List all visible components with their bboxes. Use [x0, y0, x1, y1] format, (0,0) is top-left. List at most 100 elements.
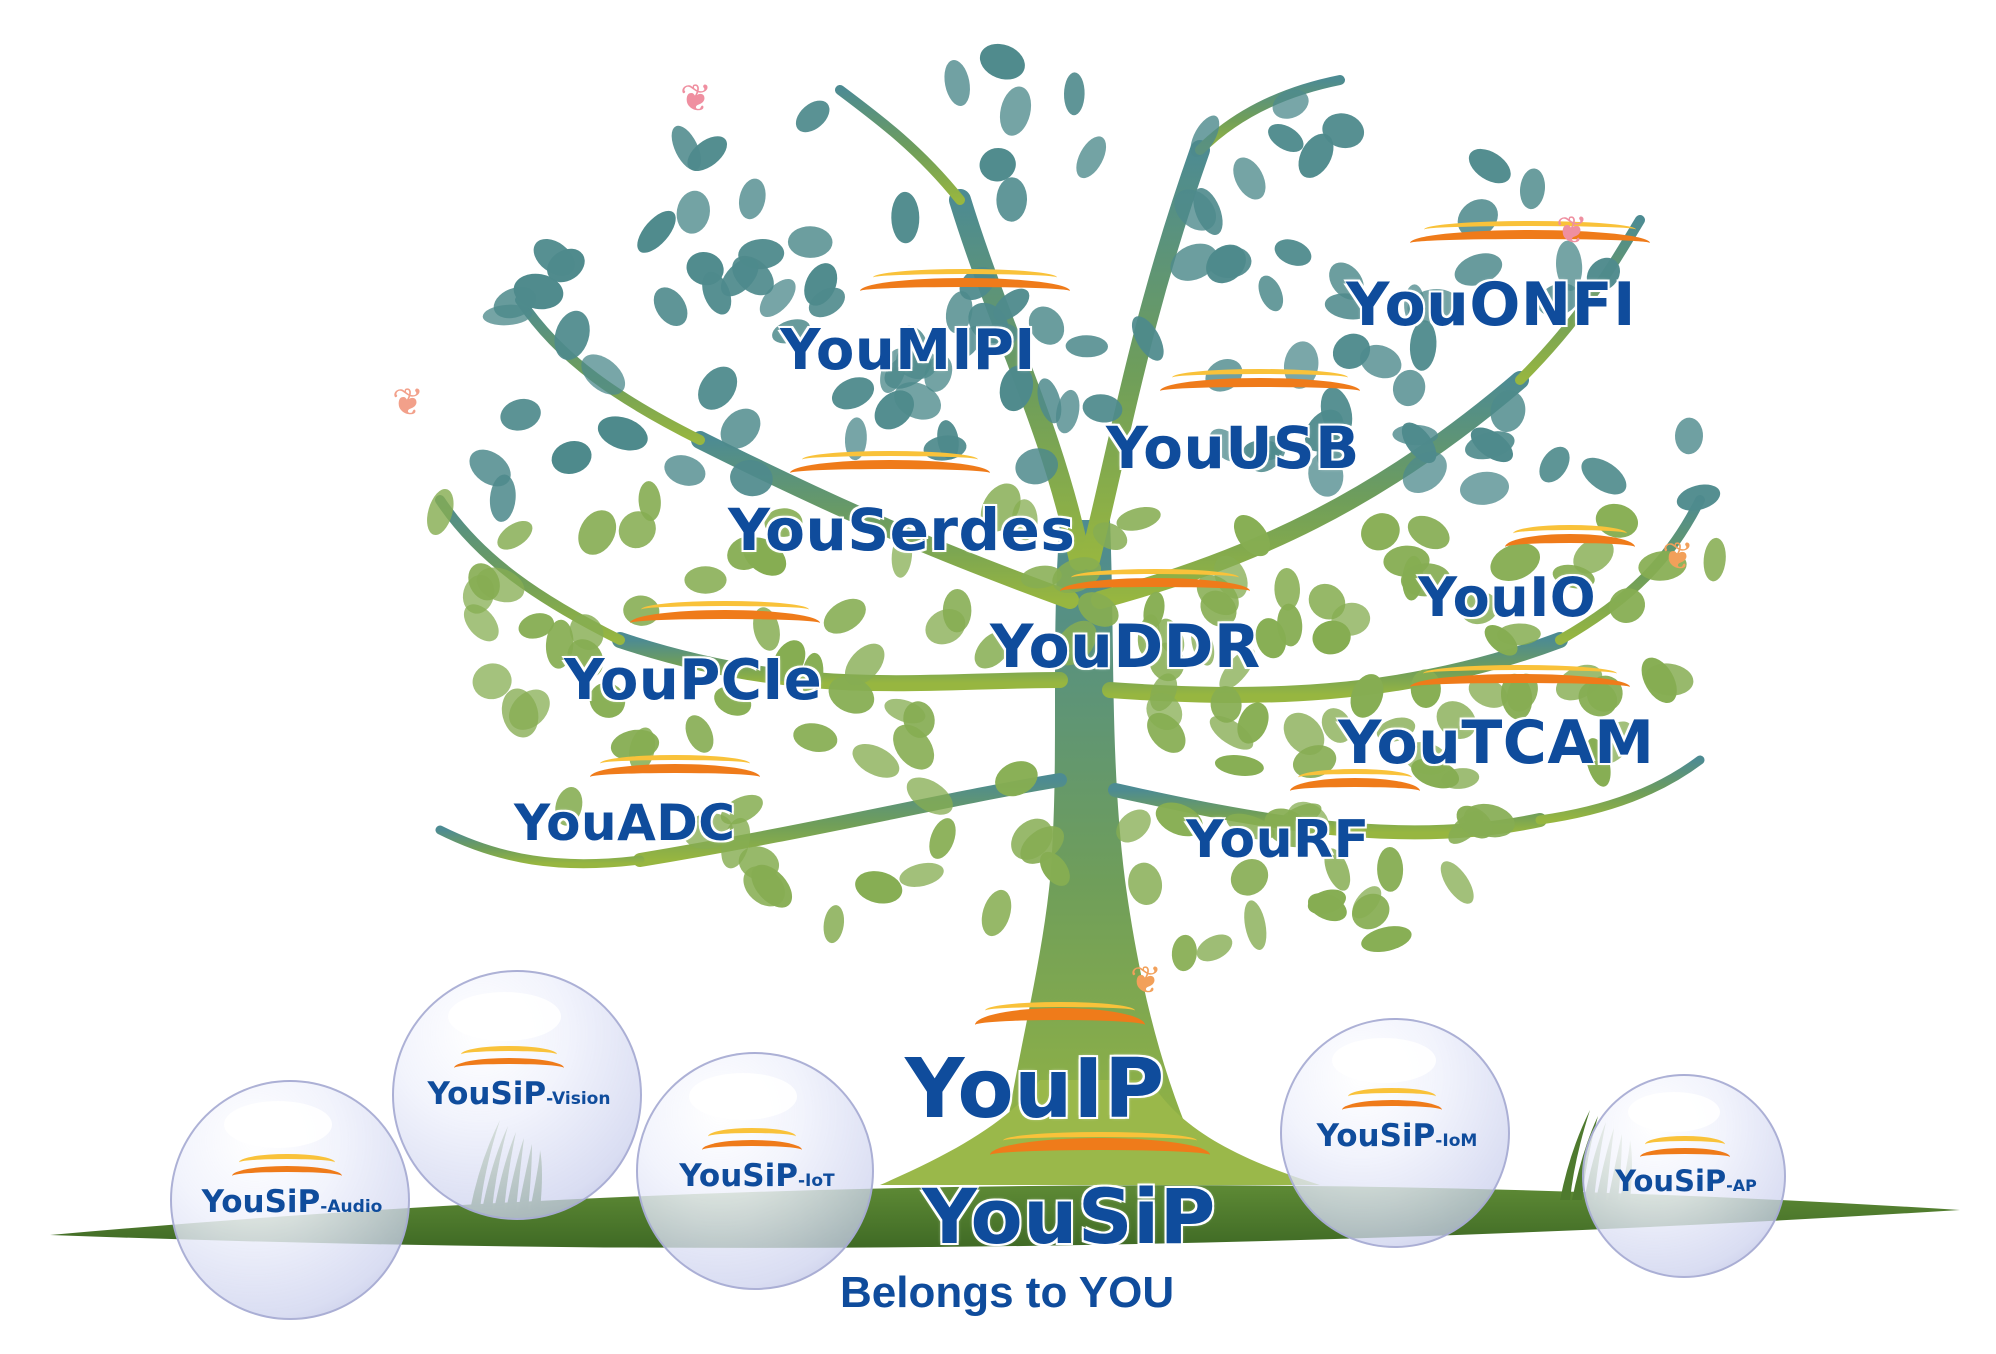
leaf	[589, 682, 626, 718]
leaf	[759, 278, 796, 318]
tree-branch	[1535, 755, 1705, 825]
leaf	[828, 676, 875, 714]
leaf	[1351, 893, 1390, 930]
tree-branch	[1555, 495, 1705, 645]
leaf	[685, 715, 714, 753]
leaf	[1076, 136, 1107, 179]
leaf	[898, 325, 928, 360]
leaf	[1403, 742, 1449, 775]
leaf	[823, 598, 866, 634]
leaf	[787, 226, 833, 258]
leaf	[1191, 624, 1215, 666]
leaf	[944, 60, 970, 106]
leaf	[1226, 813, 1275, 840]
leaf	[500, 398, 541, 431]
leaf	[578, 510, 617, 555]
leaf	[1082, 394, 1123, 423]
leaf	[891, 191, 920, 244]
leaf	[684, 566, 727, 594]
leaf	[581, 354, 626, 395]
leaf	[844, 643, 885, 686]
leaf	[637, 210, 676, 253]
leaf	[852, 744, 900, 778]
bubble-prefix: YouSiP	[427, 1076, 547, 1112]
tagline: Belongs to YOU	[840, 1268, 1175, 1317]
leaf	[738, 178, 766, 220]
leaf	[664, 455, 706, 486]
leaf	[676, 190, 710, 234]
leaf	[427, 488, 454, 536]
leaf	[489, 474, 516, 522]
bubble-suffix: -Vision	[546, 1089, 611, 1109]
leaf	[844, 417, 867, 461]
leaf	[683, 813, 733, 849]
butterfly-icon: ❦	[1130, 960, 1162, 1002]
leaf	[1277, 803, 1322, 831]
leaf	[1312, 620, 1351, 655]
leaf	[1308, 893, 1347, 922]
leaf	[1193, 188, 1223, 235]
leaf	[1020, 826, 1065, 864]
leaf	[1214, 755, 1264, 776]
leaf	[1581, 457, 1627, 495]
leaf	[610, 729, 660, 761]
leaf	[1258, 275, 1284, 312]
leaf	[1190, 115, 1220, 157]
leaf	[956, 325, 983, 358]
leaf	[1063, 72, 1085, 116]
leaf	[1361, 926, 1412, 953]
leaf	[518, 613, 555, 639]
leaf	[1274, 568, 1301, 611]
leaf	[468, 563, 500, 601]
leaf	[671, 125, 701, 171]
leaf	[1244, 900, 1267, 951]
leaf	[1402, 451, 1447, 494]
leaf	[1359, 344, 1402, 379]
leaf	[1322, 113, 1365, 149]
leaf	[1268, 123, 1304, 153]
leaf	[999, 86, 1032, 136]
leaf	[1676, 484, 1721, 511]
leaf	[1460, 471, 1509, 505]
leaf	[1537, 283, 1580, 317]
leaf	[793, 723, 838, 752]
leaf	[1407, 289, 1459, 323]
leaf	[1039, 851, 1070, 886]
leaf	[855, 871, 903, 904]
leaf	[772, 319, 810, 344]
leaf	[1609, 588, 1646, 623]
leaf	[743, 537, 787, 576]
leaf	[714, 686, 752, 716]
bubble-suffix: -IoM	[1435, 1131, 1478, 1151]
leaf	[720, 408, 761, 449]
leaf	[1243, 440, 1283, 461]
leaf	[924, 354, 953, 392]
leaf	[1196, 934, 1233, 962]
leaf	[720, 258, 759, 297]
leaf	[1376, 717, 1416, 742]
leaf	[1171, 934, 1197, 972]
leaf	[1539, 446, 1570, 483]
leaf	[1308, 583, 1346, 620]
leaf	[1638, 551, 1687, 581]
leaf	[979, 147, 1016, 182]
leaf	[482, 304, 533, 326]
leaf	[545, 619, 574, 669]
leaf	[979, 43, 1025, 80]
bubble-prefix: YouSiP	[1316, 1118, 1436, 1154]
leaf	[638, 481, 661, 522]
leaf	[1210, 686, 1242, 723]
bubble-yousip-audio: YouSiP-Audio	[170, 1080, 410, 1320]
leaf	[1065, 335, 1108, 358]
leaf	[1324, 848, 1351, 891]
leaf	[795, 100, 830, 133]
leaf	[980, 483, 1021, 532]
leaf	[653, 287, 688, 327]
leaf	[1308, 452, 1344, 497]
leaf	[1092, 522, 1128, 551]
leaf	[1298, 133, 1334, 178]
leaf	[764, 508, 803, 537]
leaf	[1146, 692, 1183, 731]
leaf	[513, 273, 564, 310]
leaf	[1400, 563, 1451, 597]
